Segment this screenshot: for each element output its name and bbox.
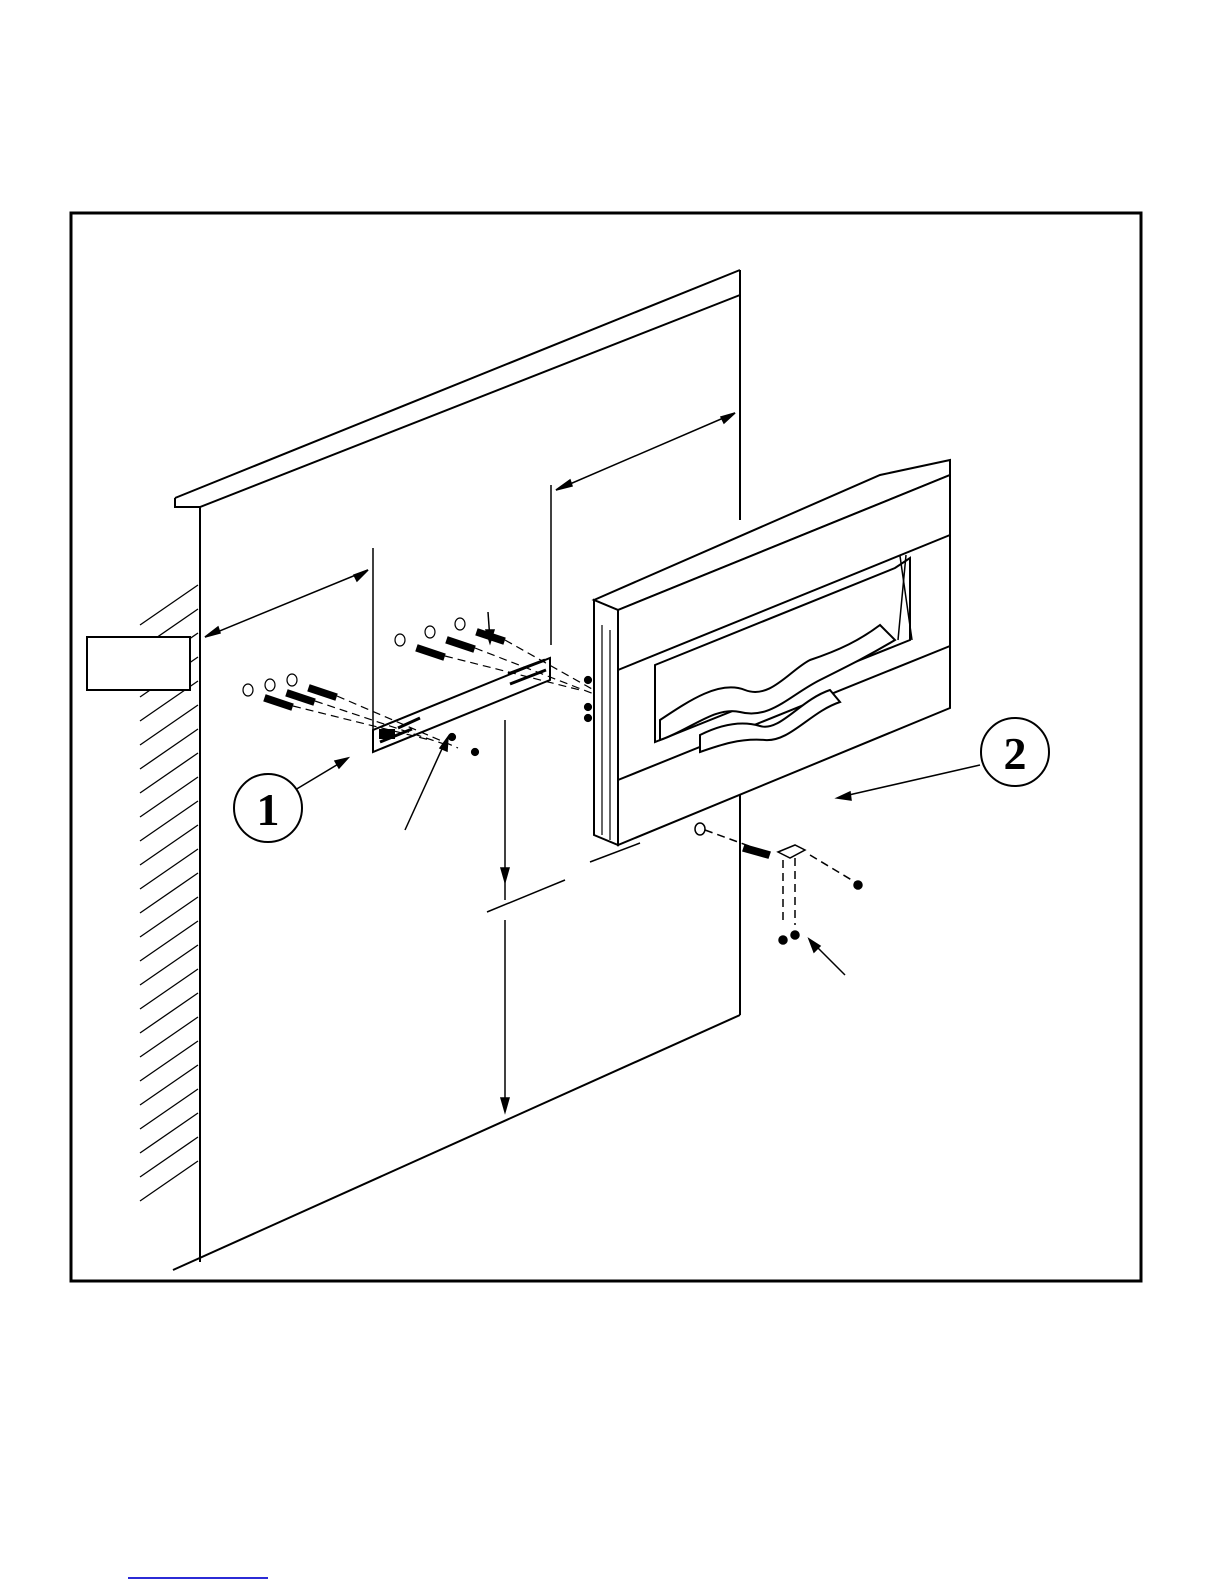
wall-hole — [265, 679, 275, 691]
mounting-bracket — [373, 658, 550, 752]
hatch-line — [140, 801, 198, 841]
hatch-line — [140, 969, 198, 1009]
screw-head — [472, 749, 479, 756]
hatch-line — [140, 585, 198, 625]
callout-2: 2 — [981, 718, 1049, 786]
hatch-line — [140, 1065, 198, 1105]
wall-anchor — [446, 637, 475, 652]
hatch-line — [140, 825, 198, 865]
wall-anchors-left — [243, 618, 608, 756]
bottom-clip — [695, 823, 862, 944]
hatch-line — [140, 897, 198, 937]
hatch-line — [140, 849, 198, 889]
wall-anchor — [416, 645, 445, 660]
hatch-line — [140, 1017, 198, 1057]
hatch-line — [140, 753, 198, 793]
wall-label-box — [87, 637, 190, 690]
wall-hole — [395, 634, 405, 646]
hatch-line — [140, 1041, 198, 1081]
hatch-line — [140, 729, 198, 769]
screw-head — [585, 677, 592, 684]
hatch-line — [140, 777, 198, 817]
footer-link-underline — [128, 1577, 268, 1579]
wall-hole — [287, 674, 297, 686]
fireplace-unit — [594, 460, 950, 845]
hatch-line — [140, 945, 198, 985]
hatch-line — [140, 1113, 198, 1153]
hatch-line — [140, 1137, 198, 1177]
hatch-line — [140, 873, 198, 913]
wall-hole — [425, 626, 435, 638]
hatch-line — [140, 993, 198, 1033]
hatch-line — [140, 921, 198, 961]
screw-head — [585, 704, 592, 711]
callout-1: 1 — [234, 774, 302, 842]
svg-text:2: 2 — [1004, 728, 1027, 779]
hatch-line — [140, 1161, 198, 1201]
svg-text:1: 1 — [257, 784, 280, 835]
wall-hole — [455, 618, 465, 630]
screw-head — [585, 715, 592, 722]
hatch-line — [140, 1089, 198, 1129]
hatch-line — [140, 705, 198, 745]
screw-head — [449, 734, 456, 741]
wall-hole — [243, 684, 253, 696]
